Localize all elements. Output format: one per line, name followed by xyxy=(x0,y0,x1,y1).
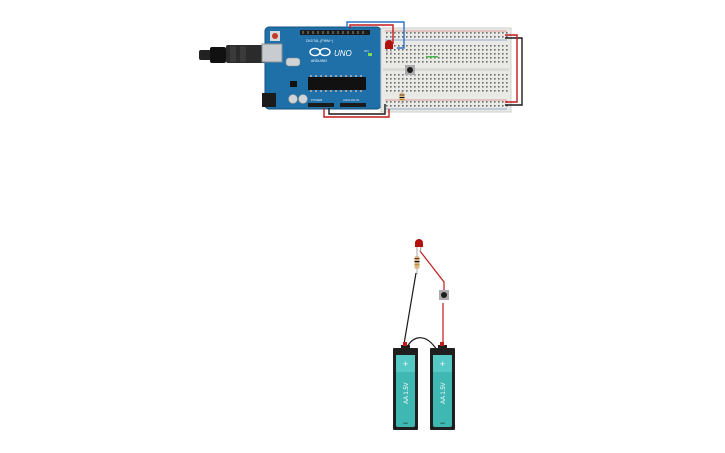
resistor-component[interactable] xyxy=(414,252,420,274)
battery-2-minus: − xyxy=(440,418,445,428)
wire-led-to-button[interactable] xyxy=(419,250,445,294)
digital-label: DIGITAL (PWM~) xyxy=(306,39,333,43)
wire-black-bottom[interactable] xyxy=(328,104,386,115)
battery-2-plus: + xyxy=(440,359,445,369)
breadboard-led[interactable] xyxy=(385,40,393,55)
board-brand: ARDUINO xyxy=(311,59,327,63)
breadboard-pushbutton[interactable] xyxy=(405,65,415,75)
usb-cable[interactable] xyxy=(199,45,266,63)
battery-1-label: AA 1.5V xyxy=(404,382,410,404)
svg-text:ON: ON xyxy=(364,49,369,53)
svg-text:ANALOG IN: ANALOG IN xyxy=(343,98,359,102)
led-component[interactable] xyxy=(415,239,423,253)
wire-black-rail[interactable] xyxy=(505,37,523,106)
wire-red-top[interactable] xyxy=(349,24,394,44)
battery-1-minus: − xyxy=(403,418,408,428)
pushbutton-component[interactable] xyxy=(439,290,449,300)
battery-1-plus: + xyxy=(403,359,408,369)
wire-red-rail[interactable] xyxy=(505,34,518,103)
reset-button[interactable] xyxy=(272,33,278,39)
wire-red-bottom[interactable] xyxy=(323,108,390,118)
battery-1[interactable]: + − AA 1.5V xyxy=(393,342,418,430)
breadboard-holes xyxy=(386,32,508,107)
breadboard-resistor[interactable] xyxy=(399,90,405,104)
svg-text:POWER: POWER xyxy=(311,98,323,102)
arduino-board[interactable]: DIGITAL (PWM~) UNO ARDUINO ON xyxy=(261,26,382,110)
battery-2[interactable]: + − AA 1.5V xyxy=(430,342,455,430)
wire-resistor-to-battery[interactable] xyxy=(402,272,417,351)
battery-2-label: AA 1.5V xyxy=(441,382,447,404)
wire-blue[interactable] xyxy=(346,21,405,49)
board-logo: UNO xyxy=(334,49,352,58)
breadboard-green-jumper[interactable] xyxy=(426,56,438,58)
